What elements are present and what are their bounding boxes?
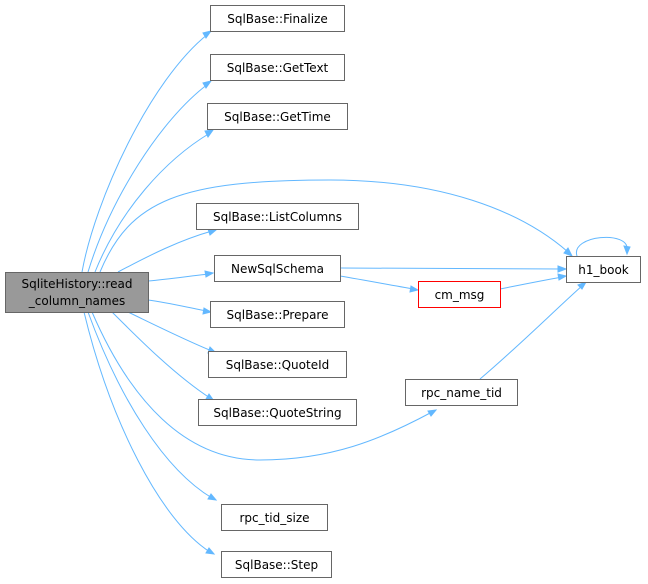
node-cm-msg[interactable]: cm_msg — [418, 281, 501, 308]
edge-root-prepare — [147, 299, 213, 315]
node-h1-book-label: h1_book — [578, 263, 629, 277]
node-prepare-label: SqlBase::Prepare — [227, 308, 329, 322]
node-rpc-tid-size-label: rpc_tid_size — [239, 511, 309, 525]
node-listcolumns[interactable]: SqlBase::ListColumns — [196, 203, 359, 230]
node-quoteid-label: SqlBase::QuoteId — [226, 358, 330, 372]
node-gettext-label: SqlBase::GetText — [227, 61, 329, 75]
node-step-label: SqlBase::Step — [235, 558, 318, 572]
edge-h1book-self — [576, 236, 631, 257]
node-step[interactable]: SqlBase::Step — [221, 551, 332, 578]
node-rpc-name-tid-label: rpc_name_tid — [421, 386, 502, 400]
node-root-label-line2: _column_names — [28, 294, 125, 308]
node-rpc-name-tid[interactable]: rpc_name_tid — [405, 379, 518, 406]
edge-root-gettext — [87, 80, 213, 273]
edge-root-h1book-top — [99, 179, 574, 273]
edge-root-gettime — [94, 129, 215, 273]
node-gettime-label: SqlBase::GetTime — [224, 110, 331, 124]
edge-newsqlschema-h1book — [339, 265, 568, 273]
node-quoteid[interactable]: SqlBase::QuoteId — [208, 351, 347, 378]
edge-root-quotestring — [111, 311, 216, 402]
edge-cmmsg-h1book — [499, 273, 568, 290]
node-listcolumns-label: SqlBase::ListColumns — [213, 210, 342, 224]
edge-root-newsqlschema — [147, 270, 215, 282]
node-gettime[interactable]: SqlBase::GetTime — [207, 103, 348, 130]
node-finalize-label: SqlBase::Finalize — [227, 12, 328, 26]
node-root-label-line1: SqliteHistory::read — [22, 277, 133, 291]
edge-root-quoteid — [127, 311, 218, 354]
edge-root-rpcnametid — [91, 311, 438, 461]
edge-root-rpctidsize — [87, 311, 218, 501]
node-newsqlschema[interactable]: NewSqlSchema — [214, 255, 341, 282]
node-finalize[interactable]: SqlBase::Finalize — [210, 5, 345, 32]
node-gettext[interactable]: SqlBase::GetText — [210, 54, 345, 81]
node-cm-msg-label: cm_msg — [435, 288, 485, 302]
node-rpc-tid-size[interactable]: rpc_tid_size — [221, 504, 328, 531]
edge-root-finalize — [81, 30, 213, 273]
node-root[interactable]: SqliteHistory::read _column_names — [5, 272, 149, 313]
edge-rpcnametid-h1book — [479, 281, 588, 380]
node-h1-book[interactable]: h1_book — [566, 256, 641, 283]
node-newsqlschema-label: NewSqlSchema — [231, 262, 324, 276]
node-quotestring[interactable]: SqlBase::QuoteString — [198, 399, 357, 426]
edge-root-step — [83, 311, 216, 555]
node-prepare[interactable]: SqlBase::Prepare — [210, 301, 345, 328]
node-quotestring-label: SqlBase::QuoteString — [213, 406, 341, 420]
edge-newsqlschema-cmmsg — [339, 275, 420, 293]
edge-root-listcolumns — [117, 228, 218, 273]
